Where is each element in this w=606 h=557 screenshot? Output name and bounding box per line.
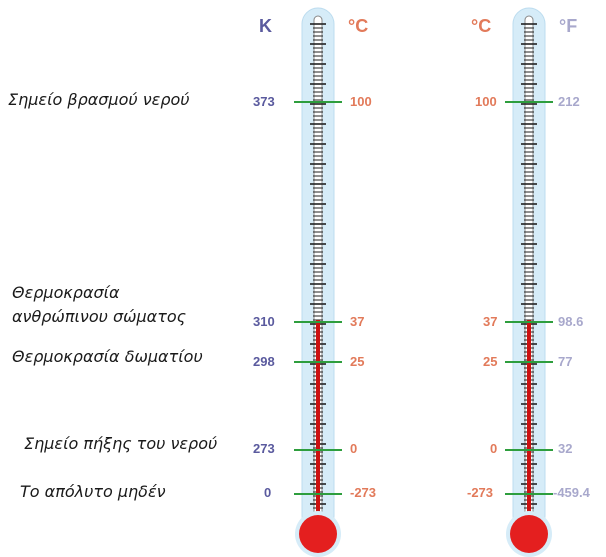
celsius-value-freezing-right: 0 [490, 441, 498, 456]
celsius-value-body-left: 37 [350, 314, 365, 329]
left-thermometer-left-unit: K [259, 16, 272, 36]
celsius-value-boiling-right: 100 [475, 94, 497, 109]
kelvin-value-room: 298 [253, 354, 275, 369]
fahrenheit-value-room: 77 [558, 354, 573, 369]
celsius-value-body-right: 37 [483, 314, 498, 329]
kelvin-value-freezing: 273 [253, 441, 275, 456]
left-thermometer [294, 7, 342, 557]
room-temperature-label: Θερμοκρασία δωματίου [12, 347, 203, 366]
kelvin-value-boiling: 373 [253, 94, 275, 109]
fahrenheit-value-freezing: 32 [558, 441, 573, 456]
right-thermometer-right-unit: °F [559, 16, 578, 36]
right-thermometer [505, 7, 553, 557]
left-thermometer-bulb [299, 515, 337, 553]
celsius-value-absolute-zero-left: -273 [350, 485, 377, 500]
left-thermometer-right-unit: °C [348, 16, 369, 36]
celsius-value-absolute-zero-right: -273 [467, 485, 494, 500]
right-thermometer-bulb [510, 515, 548, 553]
fahrenheit-value-body: 98.6 [558, 314, 584, 329]
right-thermometer-mercury [527, 320, 531, 520]
fahrenheit-value-absolute-zero: -459.4 [553, 485, 590, 500]
celsius-value-room-left: 25 [350, 354, 365, 369]
fahrenheit-value-boiling: 212 [558, 94, 580, 109]
left-thermometer-mercury [316, 320, 320, 520]
freezing-point-label: Σημείο πήξης του νερού [24, 434, 218, 453]
boiling-point-label: Σημείο βρασμού νερού [8, 90, 190, 109]
right-thermometer-left-unit: °C [471, 16, 492, 36]
right-thermometer-markers [505, 101, 553, 495]
absolute-zero-label: Το απόλυτο μηδέν [20, 482, 166, 501]
body-temperature-label-line1: Θερμοκρασία [12, 283, 120, 302]
left-thermometer-markers [294, 101, 342, 495]
body-temperature-label-line2: ανθρώπινου σώματος [12, 307, 187, 326]
celsius-value-boiling-left: 100 [350, 94, 372, 109]
kelvin-value-body: 310 [253, 314, 275, 329]
celsius-value-room-right: 25 [483, 354, 498, 369]
celsius-value-freezing-left: 0 [350, 441, 358, 456]
kelvin-value-absolute-zero: 0 [264, 485, 272, 500]
